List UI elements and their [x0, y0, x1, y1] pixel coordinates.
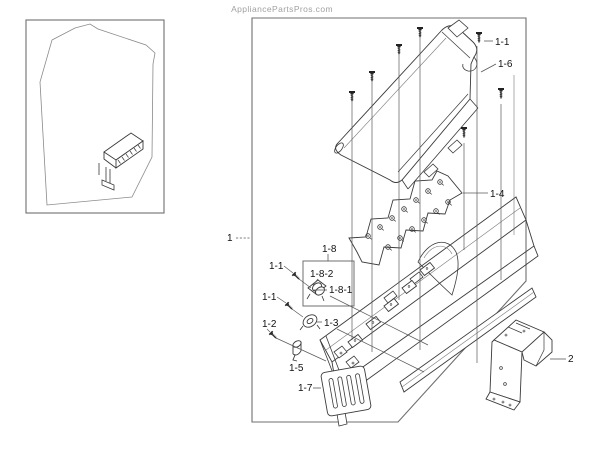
duct-cover-part	[334, 19, 479, 190]
watermark-text: AppliancePartsPros.com	[231, 4, 333, 14]
callout-1-6: 1-6	[498, 59, 513, 70]
holder-part	[292, 340, 302, 362]
mounting-bracket-part	[485, 319, 553, 411]
screw-icon	[475, 32, 483, 44]
callout-1-8-1: 1-8-1	[329, 285, 353, 296]
screw-icon	[416, 27, 424, 39]
callout-1-3: 1-3	[324, 318, 339, 329]
callout-1: 1	[227, 233, 233, 244]
screw-icon	[268, 330, 279, 341]
duct-body-part	[319, 196, 539, 427]
thermo-assembly-box	[302, 260, 355, 307]
inset-frame	[25, 19, 165, 214]
screw-icon	[348, 91, 356, 103]
callout-1-8-2: 1-8-2	[310, 269, 334, 280]
grille-part	[320, 365, 372, 417]
inset-duct-part	[98, 132, 144, 191]
callout-1-7: 1-7	[298, 383, 313, 394]
callout-labels: 1 1-1 1-6 1-4 1-8 1-8-2 1-8-1 1-1 1-1 1-…	[227, 37, 574, 394]
callout-1-1-top: 1-1	[495, 37, 510, 48]
callout-leaders	[236, 40, 566, 389]
screw-leader-lines	[266, 38, 515, 373]
callout-1-4: 1-4	[490, 189, 505, 200]
screw-icon	[497, 88, 505, 100]
cabinet-outline	[39, 23, 156, 206]
thermostat-part	[299, 314, 321, 331]
callout-1-1-low: 1-1	[262, 292, 277, 303]
screw-icon	[460, 127, 468, 139]
main-diagram-frame	[251, 17, 527, 423]
location-inset	[25, 19, 165, 214]
callout-1-2: 1-2	[262, 319, 277, 330]
callout-1-5: 1-5	[289, 363, 304, 374]
callout-2: 2	[568, 354, 574, 365]
callout-1-1-mid: 1-1	[269, 261, 284, 272]
heater-assembly-part	[348, 170, 463, 266]
callout-1-8: 1-8	[322, 244, 337, 255]
hi-limit-thermostat-part	[306, 279, 327, 302]
screw-icon	[368, 71, 376, 83]
screw-icon	[395, 44, 403, 56]
